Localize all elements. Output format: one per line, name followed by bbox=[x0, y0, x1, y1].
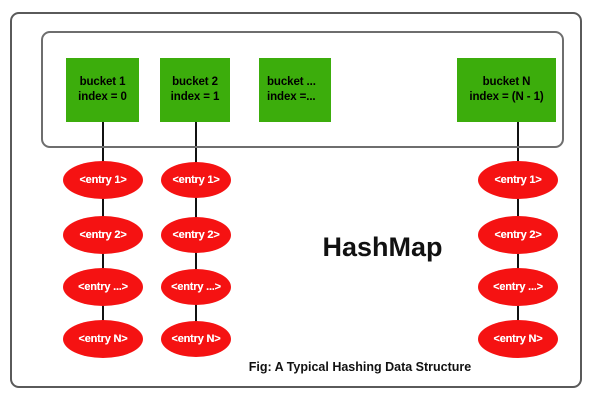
entry-node[interactable]: <entry 2> bbox=[63, 216, 143, 254]
bucket-box-n[interactable]: bucket N index = (N - 1) bbox=[457, 58, 556, 122]
bucket-name: bucket N bbox=[482, 76, 531, 88]
bucket-box-ellipsis[interactable]: bucket ... index =... bbox=[259, 58, 331, 122]
bucket-name: bucket 2 bbox=[172, 76, 218, 88]
entry-node[interactable]: <entry N> bbox=[161, 321, 231, 357]
entry-node[interactable]: <entry N> bbox=[63, 320, 143, 358]
bucket-array-container bbox=[41, 31, 564, 148]
bucket-box-2[interactable]: bucket 2 index = 1 bbox=[160, 58, 230, 122]
bucket-index: index =... bbox=[267, 91, 316, 103]
bucket-index: index = 0 bbox=[78, 91, 127, 103]
entry-node[interactable]: <entry 2> bbox=[478, 216, 558, 254]
bucket-box-1[interactable]: bucket 1 index = 0 bbox=[66, 58, 139, 122]
entry-node[interactable]: <entry ...> bbox=[478, 268, 558, 306]
entry-node[interactable]: <entry 1> bbox=[478, 161, 558, 199]
figure-caption: Fig: A Typical Hashing Data Structure bbox=[248, 360, 472, 374]
bucket-index: index = 1 bbox=[170, 91, 220, 103]
entry-node[interactable]: <entry 1> bbox=[63, 161, 143, 199]
entry-node[interactable]: <entry ...> bbox=[63, 268, 143, 306]
bucket-name: bucket ... bbox=[267, 76, 316, 88]
diagram-title: HashMap bbox=[322, 232, 443, 262]
entry-node[interactable]: <entry 1> bbox=[161, 162, 231, 198]
entry-node[interactable]: <entry N> bbox=[478, 320, 558, 358]
bucket-index: index = (N - 1) bbox=[469, 91, 544, 103]
diagram-outer-frame bbox=[10, 12, 582, 388]
entry-node[interactable]: <entry ...> bbox=[161, 269, 231, 305]
bucket-name: bucket 1 bbox=[79, 76, 126, 88]
entry-node[interactable]: <entry 2> bbox=[161, 217, 231, 253]
